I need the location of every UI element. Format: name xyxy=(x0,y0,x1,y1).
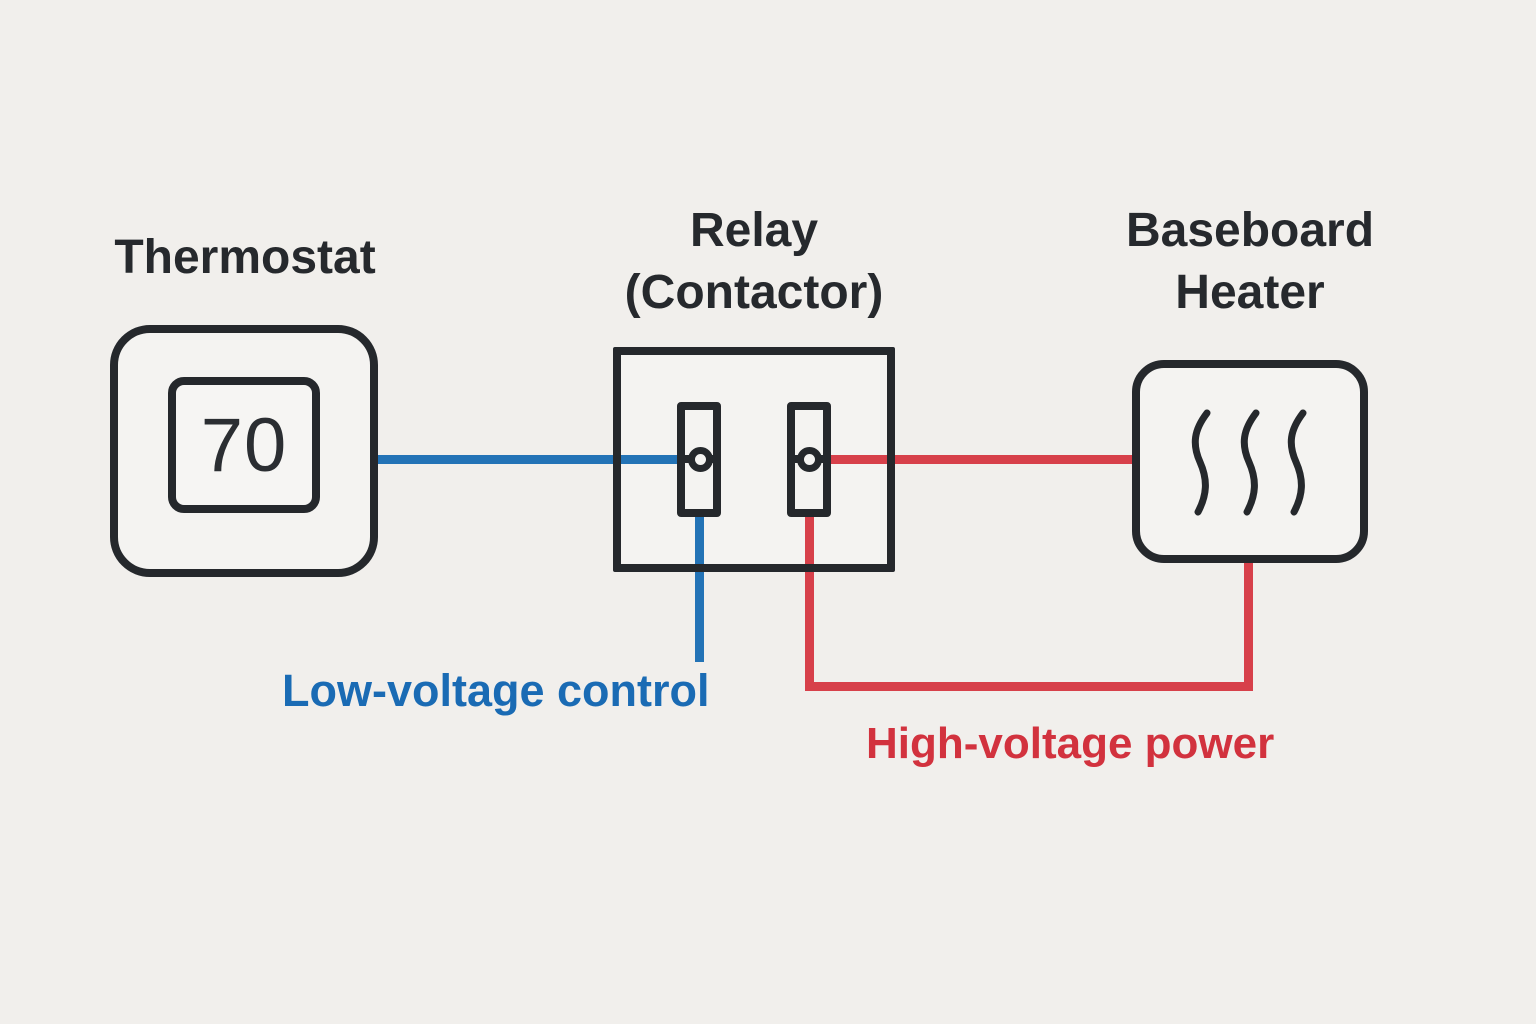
relay-box xyxy=(613,347,895,572)
high-voltage-wire-bottom-run xyxy=(805,682,1253,691)
relay-title-line2: (Contactor) xyxy=(624,266,884,319)
high-voltage-wire-drop-left xyxy=(805,512,814,691)
thermostat-box xyxy=(110,325,378,577)
thermostat-setpoint-value: 70 xyxy=(200,402,288,488)
heat-waves-icon xyxy=(1191,409,1307,516)
low-voltage-label: Low-voltage control xyxy=(282,665,710,716)
high-voltage-wire-riser-right xyxy=(1244,560,1253,691)
low-voltage-wire-horizontal xyxy=(378,455,678,464)
relay-title-line1: Relay xyxy=(689,204,819,257)
thermostat-title: Thermostat xyxy=(114,231,376,284)
heater-title-line1: Baseboard xyxy=(1125,204,1375,257)
relay-contact-screw-icon xyxy=(797,447,822,472)
relay-title: Relay (Contactor) xyxy=(554,200,954,324)
relay-coil-screw-icon xyxy=(688,447,713,472)
heater-title: Baseboard Heater xyxy=(1050,200,1450,324)
heater-title-line2: Heater xyxy=(1175,266,1325,319)
thermostat-display: 70 xyxy=(168,377,320,513)
high-voltage-wire-horizontal xyxy=(828,455,1132,464)
low-voltage-wire-vertical xyxy=(695,512,704,662)
heater-box xyxy=(1132,360,1368,563)
high-voltage-label: High-voltage power xyxy=(866,719,1275,768)
